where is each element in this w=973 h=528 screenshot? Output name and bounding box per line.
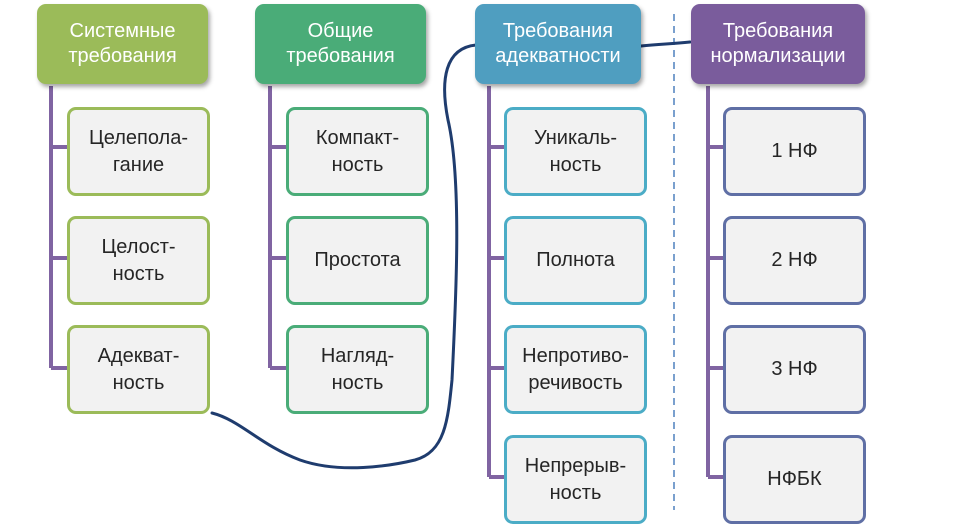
item-clarity: Нагляд- ность: [286, 325, 429, 414]
item-simplicity: Простота: [286, 216, 429, 305]
heading-general-requirements: Общие требования: [255, 4, 426, 84]
item-uniqueness: Уникаль- ность: [504, 107, 647, 196]
item-compactness: Компакт- ность: [286, 107, 429, 196]
item-consistency: Непротиво- речивость: [504, 325, 647, 414]
item-integrity: Целост- ность: [67, 216, 210, 305]
link-curve-adequacy: [210, 43, 478, 470]
connector-col4: [706, 86, 725, 479]
item-continuity: Непрерыв- ность: [504, 435, 647, 524]
item-goal-setting: Целепола- гание: [67, 107, 210, 196]
connector-col3: [487, 86, 506, 479]
item-adequacy: Адекват- ность: [67, 325, 210, 414]
heading-system-requirements: Системные требования: [37, 4, 208, 84]
item-2nf: 2 НФ: [723, 216, 866, 305]
heading-normalization-requirements: Требования нормализации: [691, 4, 865, 84]
item-3nf: 3 НФ: [723, 325, 866, 414]
item-1nf: 1 НФ: [723, 107, 866, 196]
connector-col2: [268, 86, 288, 370]
tree-connectors: [49, 86, 725, 479]
connector-col1: [49, 86, 69, 370]
heading-adequacy-requirements: Требования адекватности: [475, 4, 641, 84]
item-bcnf: НФБК: [723, 435, 866, 524]
item-completeness: Полнота: [504, 216, 647, 305]
link-line-headings: [639, 40, 692, 48]
